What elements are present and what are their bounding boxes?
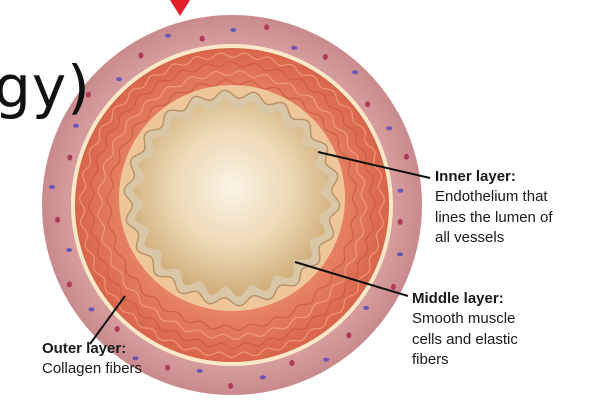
outer-cell-nucleus — [323, 358, 329, 362]
outer-cell-nucleus — [346, 332, 351, 338]
inner-layer-label: Inner layer: Endothelium that lines the … — [435, 167, 611, 248]
outer-cell-nucleus — [165, 34, 171, 38]
outer-cell-nucleus — [230, 28, 236, 32]
outer-cell-nucleus — [397, 252, 403, 256]
outer-cell-nucleus — [323, 54, 328, 60]
middle-layer-title: Middle layer: — [412, 289, 582, 309]
outer-cell-nucleus — [55, 217, 60, 223]
outer-cell-nucleus — [404, 154, 409, 160]
outer-cell-nucleus — [365, 101, 370, 107]
outer-cell-nucleus — [352, 70, 358, 74]
outer-cell-nucleus — [67, 155, 72, 161]
outer-cell-nucleus — [89, 307, 95, 311]
outer-cell-nucleus — [363, 306, 369, 310]
outer-cell-nucleus — [197, 369, 203, 373]
outer-cell-nucleus — [116, 77, 122, 81]
outer-cell-nucleus — [264, 24, 269, 30]
outer-cell-nucleus — [260, 375, 266, 379]
red-arrow-marker — [170, 0, 190, 16]
outer-cell-nucleus — [67, 281, 72, 287]
outer-cell-nucleus — [49, 185, 55, 189]
outer-cell-nucleus — [200, 36, 205, 42]
middle-layer-label: Middle layer: Smooth muscle cells and el… — [412, 289, 582, 370]
outer-cell-nucleus — [289, 360, 294, 366]
outer-cell-nucleus — [291, 46, 297, 50]
outer-cell-nucleus — [66, 248, 72, 252]
outer-cell-nucleus — [398, 219, 403, 225]
outer-cell-nucleus — [228, 383, 233, 389]
inner-layer-title: Inner layer: — [435, 167, 611, 187]
outer-layer-title: Outer layer: — [42, 339, 192, 359]
outer-cell-nucleus — [139, 53, 144, 59]
outer-cell-nucleus — [115, 326, 120, 332]
outer-cell-nucleus — [397, 189, 403, 193]
partial-title-text: gy) — [0, 58, 91, 116]
outer-layer-description: Collagen fibers — [42, 359, 192, 379]
outer-layer-label: Outer layer: Collagen fibers — [42, 339, 192, 380]
inner-layer-description: Endothelium that lines the lumen of all … — [435, 187, 611, 248]
outer-cell-nucleus — [386, 126, 392, 130]
outer-cell-nucleus — [73, 124, 79, 128]
middle-layer-description: Smooth muscle cells and elastic fibers — [412, 309, 582, 370]
outer-cell-nucleus — [391, 284, 396, 290]
